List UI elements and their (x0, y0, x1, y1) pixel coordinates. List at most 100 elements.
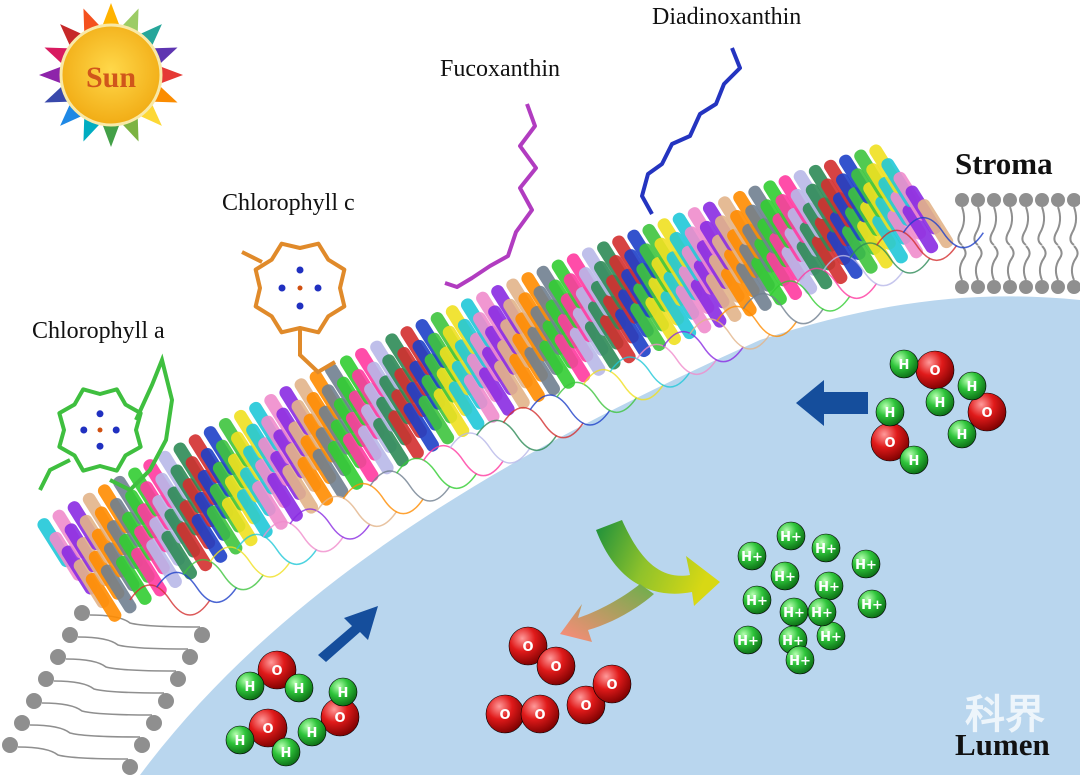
lipid-head (194, 627, 210, 643)
lipid-tail (1006, 245, 1015, 281)
chlorophyll-a-tail (109, 353, 175, 493)
sun-ray (101, 122, 121, 147)
protein-loop (689, 318, 771, 350)
hydrogen-atom (271, 737, 301, 767)
proton-symbol: H+ (746, 594, 768, 609)
oxygen-atom-symbol: O (580, 699, 591, 714)
protein-loop (822, 254, 904, 287)
lipid-head (1035, 280, 1049, 294)
lipid-tail (1053, 206, 1062, 246)
lumen-label: Lumen (955, 727, 1050, 762)
protein-loop (636, 343, 718, 376)
hydrogen-atom (235, 671, 265, 701)
oxygen-atom-symbol: O (334, 711, 345, 726)
protein-loop (662, 330, 744, 363)
lipid-tail (89, 614, 201, 628)
chlorophyll-c-label: Chlorophyll c (222, 190, 355, 216)
hydrogen-atom (889, 349, 919, 379)
oxygen-release-arrow (560, 584, 654, 642)
sun-ray (137, 24, 162, 49)
protein-loop (289, 508, 371, 540)
lipid-tail (1022, 245, 1031, 281)
lipid-tail (77, 636, 189, 650)
protein-helix (479, 366, 515, 416)
protein-loop (182, 558, 264, 591)
lipid-head (26, 693, 42, 709)
water-flow-arrow-right (796, 380, 868, 426)
protein-helix (539, 339, 576, 389)
lipid-head (987, 193, 1001, 207)
lipid-head (74, 605, 90, 621)
protein-helix (630, 302, 666, 352)
lipid-head (122, 759, 138, 775)
protein-loop (316, 495, 398, 528)
lipid-head (1051, 280, 1065, 294)
lipid-head (955, 193, 969, 207)
nitrogen-atom (278, 284, 286, 292)
nitrogen-atom (96, 410, 104, 418)
protein-loop (582, 368, 664, 401)
oxygen-atom (967, 392, 1007, 432)
diadinoxanthin-structure (640, 47, 742, 215)
proton (851, 549, 881, 579)
sun-label: Sun (86, 61, 136, 94)
lipid-head (971, 280, 985, 294)
protein-helix (494, 359, 530, 409)
oxygen-atom-symbol: O (522, 640, 533, 655)
proton (811, 533, 841, 563)
protein-helix (191, 513, 228, 563)
protein-helix (418, 395, 455, 445)
protein-loop (262, 520, 344, 553)
protein-loop (769, 280, 851, 312)
hydrogen-atom (297, 717, 327, 747)
protein-helix (554, 333, 591, 383)
sun-ray (60, 101, 85, 126)
nitrogen-atom (96, 442, 104, 450)
chlorophyll-a-label: Chlorophyll a (32, 318, 165, 344)
oxygen-atom-symbol: O (929, 364, 940, 379)
oxygen-atom (566, 685, 606, 725)
hydrogen-atom (328, 677, 358, 707)
lipid-head (1003, 280, 1017, 294)
hydrogen-atom-symbol: H (338, 686, 349, 701)
protein-loop (396, 457, 478, 490)
hydrogen-atom-symbol: H (235, 734, 246, 749)
lipid-tail (1070, 245, 1079, 281)
oxygen-atom-symbol: O (606, 678, 617, 693)
protein-helix (221, 497, 258, 547)
protein-helix (842, 224, 878, 274)
protein-helix (796, 240, 833, 290)
protein-helix (116, 555, 152, 605)
lipid-head (170, 671, 186, 687)
hydrogen-atom-symbol: H (307, 726, 318, 741)
protein-helix (781, 245, 818, 295)
lipid-tail (1069, 206, 1078, 246)
chlorophyll-c-tail (298, 330, 337, 375)
proton (742, 585, 772, 615)
lipid-tail (990, 245, 999, 281)
oxygen-atom-symbol: O (884, 436, 895, 451)
protein-helix (373, 417, 409, 467)
chlorophyll-a-tail (38, 458, 71, 491)
lipid-head (14, 715, 30, 731)
protein-helix (660, 290, 697, 340)
protein-loop (529, 394, 611, 426)
proton-symbol: H+ (820, 630, 842, 645)
protein-helix (600, 314, 636, 364)
hydrogen-atom (225, 725, 255, 755)
protein-helix (826, 229, 863, 279)
fucoxanthin-structure (444, 103, 538, 289)
hydrogen-atom (947, 419, 977, 449)
lipid-head (1051, 193, 1065, 207)
hydrogen-atom-symbol: H (935, 396, 946, 411)
protein-helix (448, 380, 485, 430)
lipid-head (2, 737, 18, 753)
chlorophyll-a-ring (57, 387, 143, 473)
proton-symbol: H+ (741, 550, 763, 565)
nitrogen-atom (296, 302, 304, 310)
protein-helix (811, 235, 848, 285)
protein-loop (342, 482, 424, 515)
nitrogen-atom (80, 426, 88, 434)
protein-helix (690, 278, 727, 328)
